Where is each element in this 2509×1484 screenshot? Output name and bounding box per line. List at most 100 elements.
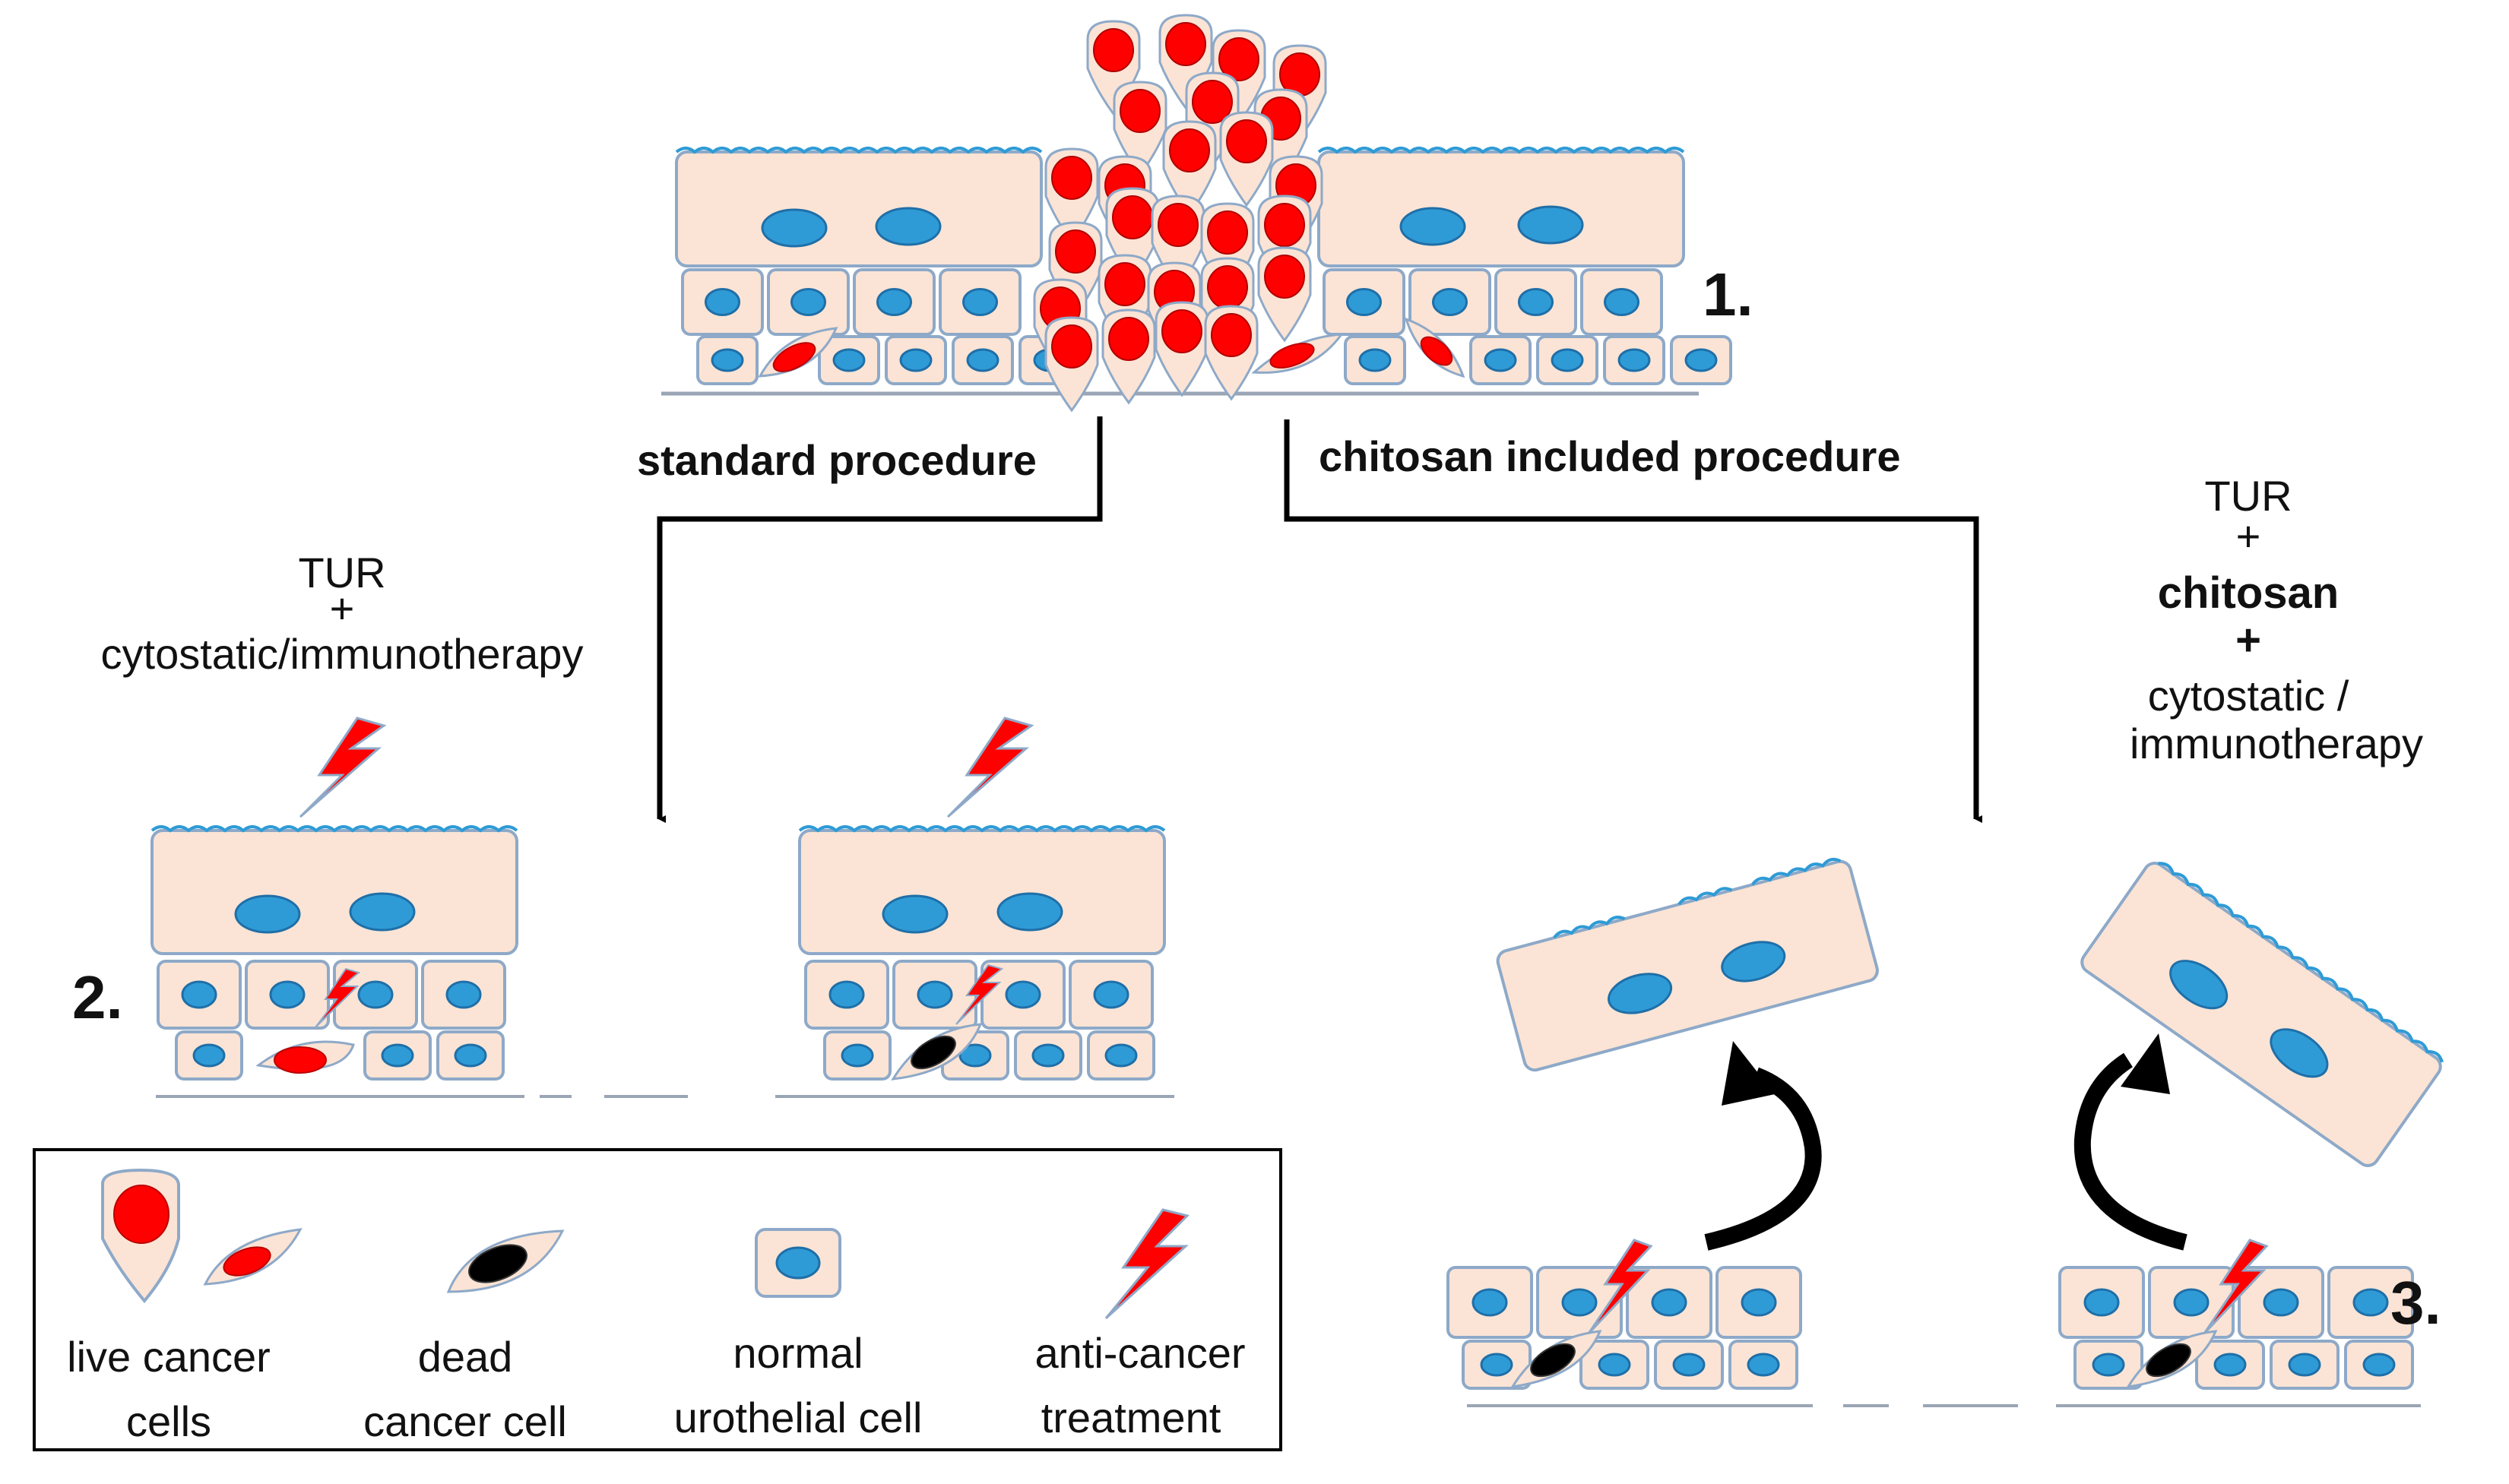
- normal-cell: [1494, 268, 1577, 336]
- live-cancer-cell: [1113, 81, 1167, 177]
- legend-treatment-label-1: anti-cancer: [1034, 1329, 1245, 1377]
- chitosan-arrow: [1284, 419, 1982, 823]
- normal-cell: [2327, 1266, 2414, 1339]
- right-treatment-text: TUR + chitosan + cytostatic / immunother…: [2130, 472, 2423, 767]
- normal-cell: [436, 1030, 505, 1081]
- live-cancer-cell: [1272, 44, 1327, 141]
- normal-cell: [892, 960, 977, 1030]
- intermediate-cell-row: [2058, 1266, 2414, 1339]
- normal-cell: [885, 335, 947, 385]
- stage-3-tissue-a: [1446, 858, 2018, 1407]
- live-cancer-cell: [1204, 305, 1259, 401]
- normal-cell: [245, 960, 330, 1030]
- intermediate-cell-row: [157, 960, 506, 1030]
- basal-cell-row: [823, 1030, 1155, 1081]
- legend-treatment-label-2: treatment: [1041, 1394, 1221, 1441]
- invading-cancer-cell: [758, 327, 838, 378]
- detach-arrowhead: [1722, 1041, 1775, 1106]
- plus-text-bold: +: [2235, 615, 2261, 665]
- cytostatic-text: cytostatic /: [2148, 672, 2349, 720]
- invading-cancer-cell: [1404, 317, 1465, 378]
- normal-cell: [1580, 268, 1663, 336]
- invading-cancer-cell: [1251, 333, 1345, 374]
- tumor-tissue-top: 1.: [661, 14, 1753, 413]
- detach-arrowhead: [2121, 1033, 2170, 1094]
- umbrella-cell: [798, 825, 1166, 955]
- normal-cell: [1014, 1030, 1082, 1081]
- normal-cell: [681, 268, 764, 336]
- live-cancer-cell: [1257, 246, 1312, 343]
- legend-normal-label-1: normal: [733, 1329, 863, 1377]
- normal-cell: [2058, 1266, 2145, 1339]
- chitosan-procedure-label: chitosan included procedure: [1319, 432, 1900, 480]
- anti-cancer-treatment-icon: [299, 717, 387, 818]
- live-cancer-cell: [1162, 120, 1217, 217]
- normal-cell: [1344, 335, 1406, 385]
- normal-cell: [696, 335, 759, 385]
- umbrella-cell-right: [1317, 147, 1685, 267]
- anti-cancer-treatment-icon: [2203, 1239, 2269, 1335]
- normal-cell: [1087, 1030, 1155, 1081]
- legend-treatment-icon: [1104, 1208, 1190, 1320]
- normal-cell: [952, 335, 1014, 385]
- chitosan-text: chitosan: [2158, 568, 2340, 618]
- normal-cell: [1446, 1266, 1533, 1339]
- anti-cancer-treatment-icon: [315, 967, 361, 1028]
- tur-text: TUR: [298, 549, 385, 596]
- step-1-label: 1.: [1703, 261, 1753, 328]
- normal-cell: [2195, 1340, 2265, 1390]
- normal-cell: [363, 1030, 432, 1081]
- detach-arrow: [1704, 1067, 1822, 1251]
- normal-cell: [1536, 335, 1598, 385]
- dead-cancer-cell: [2126, 1330, 2218, 1388]
- intermediate-cell-row: [681, 268, 1663, 336]
- detached-umbrella-cell: [1496, 858, 1879, 1072]
- stage-3-tissue-b: 3.: [2056, 862, 2444, 1407]
- normal-cell: [2073, 1340, 2143, 1390]
- detach-arrow: [2073, 1052, 2187, 1251]
- legend-live-label-1: live cancer: [67, 1333, 271, 1381]
- normal-cell: [1670, 335, 1732, 385]
- anti-cancer-treatment-icon: [955, 963, 1004, 1025]
- legend-dead-cancer-icon: [446, 1229, 565, 1293]
- dead-cancer-cell: [891, 1023, 983, 1081]
- normal-cell: [804, 960, 889, 1030]
- plus-text: +: [330, 584, 355, 632]
- detached-umbrella-cell: [2080, 862, 2444, 1167]
- legend-live-label-2: cells: [126, 1397, 211, 1445]
- legend: live cancer cells dead cancer cell norma…: [33, 1148, 1282, 1451]
- standard-arrow: [657, 416, 1103, 823]
- legend-live-cancer-icon: [101, 1168, 303, 1304]
- plus-text: +: [2236, 512, 2261, 560]
- normal-cell: [2238, 1266, 2324, 1339]
- basal-cell-row: [1462, 1340, 1798, 1390]
- live-cancer-cell: [1044, 147, 1099, 244]
- step-3-label: 3.: [2390, 1269, 2441, 1337]
- legend-dead-label-2: cancer cell: [363, 1397, 567, 1445]
- normal-cell: [853, 268, 936, 336]
- normal-cell: [1408, 268, 1491, 336]
- normal-cell: [939, 268, 1022, 336]
- cytostatic-text: cytostatic/immunotherapy: [101, 630, 584, 678]
- normal-cell: [421, 960, 506, 1030]
- anti-cancer-treatment-icon: [1587, 1239, 1653, 1335]
- left-treatment-text: TUR + cytostatic/immunotherapy: [101, 549, 584, 678]
- umbrella-cell: [150, 825, 518, 955]
- normal-cell: [175, 1030, 243, 1081]
- normal-cell: [1626, 1266, 1712, 1339]
- live-cancer-cell: [1219, 111, 1274, 207]
- live-cancer-cell: [1044, 316, 1099, 413]
- normal-cell: [1728, 1340, 1798, 1390]
- normal-cell: [767, 268, 850, 336]
- dead-cancer-cell: [1510, 1330, 1602, 1388]
- normal-cell: [2270, 1340, 2340, 1390]
- normal-cell: [1603, 335, 1665, 385]
- immunotherapy-text: immunotherapy: [2130, 720, 2423, 767]
- legend-normal-label-2: urothelial cell: [674, 1394, 923, 1441]
- intermediate-cell-row: [1446, 1266, 1802, 1339]
- branch-arrows: standard procedure chitosan included pro…: [637, 416, 1982, 823]
- legend-normal-cell-icon: [755, 1228, 841, 1298]
- normal-cell: [1715, 1266, 1802, 1339]
- normal-cell: [1654, 1340, 1724, 1390]
- live-cancer-cell: [1101, 309, 1156, 405]
